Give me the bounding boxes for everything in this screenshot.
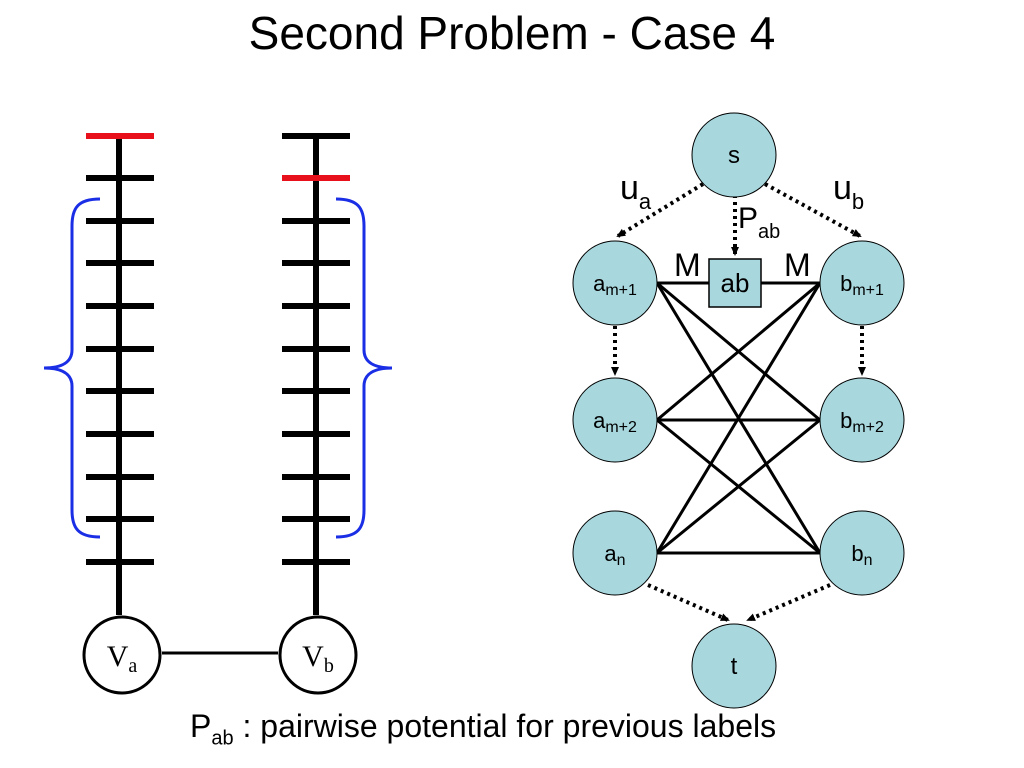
ladder-b-ticks	[282, 133, 350, 565]
edge-an-bm2	[656, 418, 821, 555]
node-am2-sub: m+2	[605, 419, 637, 436]
edge-label-m-right: M	[784, 247, 811, 283]
node-bm2: bm+2	[819, 377, 905, 463]
node-bn: bn	[819, 510, 905, 596]
node-an-sub: n	[617, 552, 626, 569]
edge-label-ua: ua	[620, 169, 652, 214]
node-vb-sub: b	[324, 655, 334, 677]
edge-label-m-left: M	[674, 247, 701, 283]
edge-am2-bm1	[656, 281, 821, 422]
node-t: t	[691, 623, 777, 709]
node-bm1: bm+1	[819, 240, 905, 326]
svg-text:an: an	[604, 541, 625, 569]
slide-title: Second Problem - Case 4	[248, 7, 776, 59]
node-am1: am+1	[572, 240, 658, 326]
node-s-label: s	[728, 142, 740, 169]
caption-main: P	[190, 708, 212, 744]
svg-text:Vb: Vb	[302, 640, 334, 677]
edge-label-ub-sub: b	[852, 189, 864, 214]
node-va-sub: a	[128, 655, 137, 677]
node-an: an	[572, 510, 658, 596]
node-vb-main: V	[302, 640, 324, 673]
node-am2: am+2	[572, 377, 658, 463]
node-bm1-main: b	[840, 271, 852, 296]
edge-label-pab-sub: ab	[758, 221, 780, 243]
node-va-main: V	[107, 640, 129, 673]
node-bm1-sub: m+1	[852, 282, 884, 299]
pairwise-node: ab	[708, 258, 762, 308]
svg-text:bn: bn	[851, 541, 872, 569]
pairwise-node-label: ab	[721, 268, 750, 298]
caption-text: : pairwise potential for previous labels	[233, 708, 777, 744]
caption: Pab : pairwise potential for previous la…	[190, 708, 776, 750]
caption-sub: ab	[211, 727, 234, 750]
edge-label-pab-main: P	[738, 202, 758, 235]
node-am1-main: a	[593, 271, 606, 296]
edge-label-ua-main: u	[620, 169, 639, 207]
ladder-b	[282, 133, 393, 615]
svg-text:am+2: am+2	[593, 408, 637, 436]
edge-label-ub-main: u	[833, 169, 852, 207]
edge-an-t	[647, 583, 730, 622]
node-am1-sub: m+1	[605, 282, 637, 299]
node-bm2-sub: m+2	[852, 419, 884, 436]
edge-label-ub: ub	[833, 169, 864, 214]
edge-s-am1	[616, 182, 705, 238]
ladder-a	[43, 133, 154, 615]
edge-label-ua-sub: a	[639, 189, 652, 214]
dotted-edges	[611, 182, 866, 622]
node-an-main: a	[604, 541, 617, 566]
edge-label-pab: Pab	[738, 202, 780, 243]
ladder-b-brace	[335, 197, 393, 539]
ladder-a-brace	[43, 197, 101, 539]
node-bn-main: b	[851, 541, 863, 566]
node-va: Va	[82, 615, 162, 695]
cross-edges	[655, 281, 822, 555]
node-s: s	[691, 112, 777, 198]
ladder-a-ticks	[86, 175, 154, 565]
node-vb: Vb	[278, 615, 358, 695]
node-bm2-main: b	[840, 408, 852, 433]
svg-text:bm+1: bm+1	[840, 271, 884, 299]
svg-text:Va: Va	[107, 640, 138, 677]
edge-bn-t	[746, 583, 831, 622]
edge-an-bm1	[655, 282, 822, 554]
node-bn-sub: n	[864, 552, 873, 569]
svg-text:bm+2: bm+2	[840, 408, 884, 436]
node-am2-main: a	[593, 408, 606, 433]
svg-text:am+1: am+1	[593, 271, 637, 299]
node-t-label: t	[731, 653, 738, 680]
